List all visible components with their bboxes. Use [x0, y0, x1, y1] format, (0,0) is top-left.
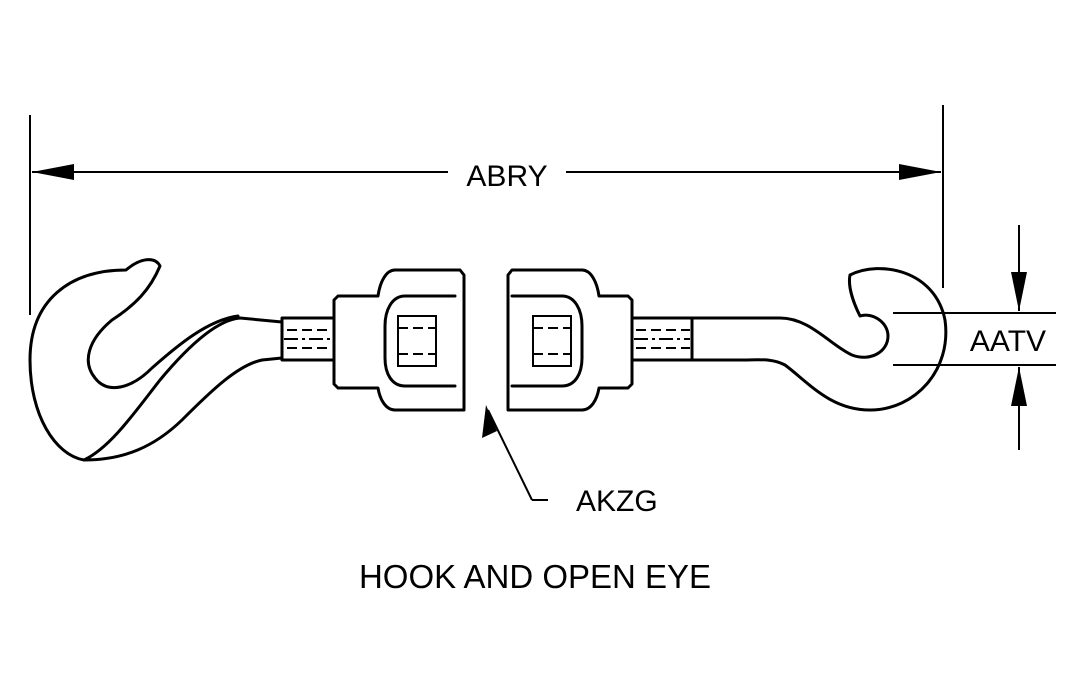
callout-arrowhead — [482, 405, 497, 438]
overall-length-label: ABRY — [466, 160, 547, 193]
overall-length-dimension: ABRY — [29, 105, 944, 315]
body-right-window — [510, 294, 584, 388]
figure-caption: HOOK AND OPEN EYE — [359, 558, 711, 595]
open-eye-outline — [690, 267, 948, 412]
body-left-nut — [397, 315, 437, 367]
turnbuckle-body: AKZG — [332, 268, 658, 518]
body-left-window — [383, 294, 457, 388]
eye-opening-label: AATV — [970, 325, 1046, 358]
body-callout-label: AKZG — [576, 485, 658, 518]
body-right-nut — [532, 315, 572, 367]
eye-arrowhead-bottom — [1011, 367, 1027, 406]
hook-end — [28, 258, 336, 462]
right-arrowhead — [899, 164, 941, 180]
hook-outline — [28, 258, 284, 462]
eye-arrowhead-top — [1011, 272, 1027, 311]
left-arrowhead — [32, 164, 74, 180]
callout-leader — [487, 409, 533, 501]
open-eye-end — [630, 267, 948, 412]
eye-opening-dimension: AATV — [893, 225, 1056, 450]
